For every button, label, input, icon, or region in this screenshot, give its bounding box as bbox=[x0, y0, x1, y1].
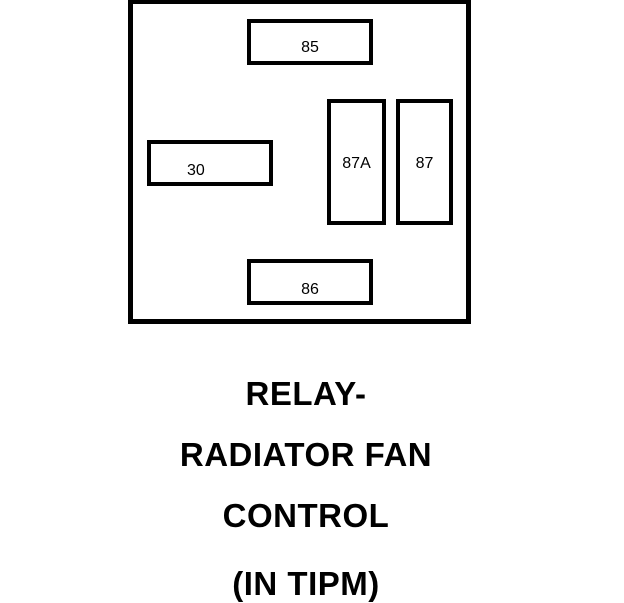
caption-line-4: (IN TIPM) bbox=[232, 565, 380, 602]
terminal-85: 85 bbox=[247, 19, 373, 65]
terminal-30-label: 30 bbox=[187, 162, 205, 179]
terminal-87a-label: 87A bbox=[342, 155, 371, 172]
terminal-85-label: 85 bbox=[301, 39, 319, 56]
caption-line-2: RADIATOR FAN bbox=[179, 436, 433, 473]
terminal-87-label: 87 bbox=[415, 155, 434, 172]
terminal-86: 86 bbox=[247, 259, 373, 305]
terminal-86-label: 86 bbox=[301, 281, 319, 298]
caption-line-1: RELAY- bbox=[245, 375, 367, 412]
terminal-87: 87 bbox=[396, 99, 453, 225]
terminal-87a: 87A bbox=[327, 99, 386, 225]
caption-line-3: CONTROL bbox=[222, 497, 390, 534]
terminal-30: 30 bbox=[147, 140, 273, 186]
